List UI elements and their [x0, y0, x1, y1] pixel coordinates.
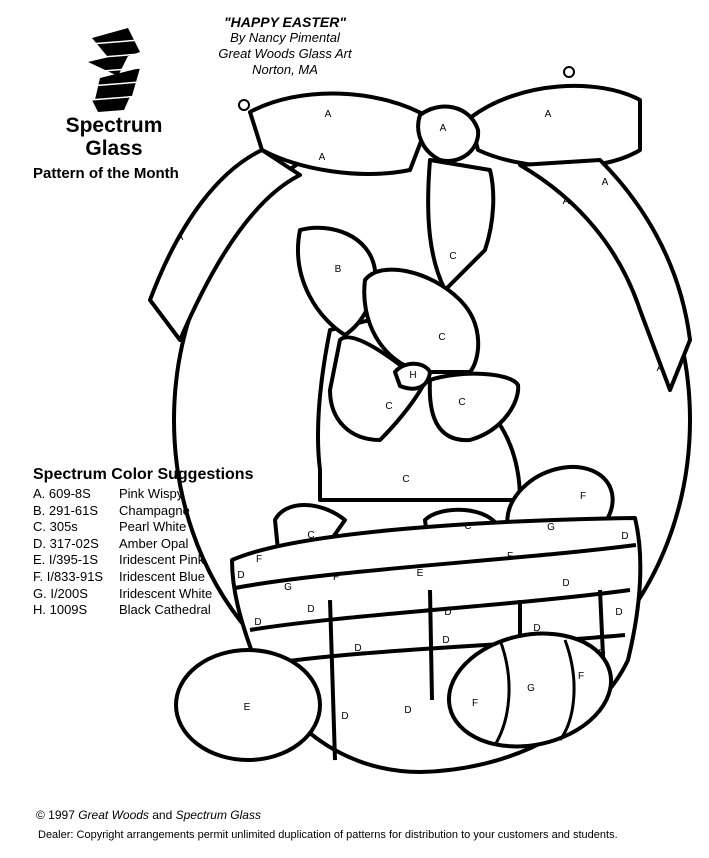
piece-label: G	[547, 522, 555, 533]
bow	[148, 83, 692, 392]
piece-label: D	[307, 604, 314, 615]
copyright-prefix: © 1997	[36, 808, 79, 822]
brand-line-1: Spectrum	[65, 114, 163, 137]
piece-label: A	[657, 363, 664, 374]
piece-label: D	[621, 531, 628, 542]
piece-label: B	[335, 264, 342, 275]
glass-color-name: Pearl White	[119, 519, 187, 535]
color-suggestion-item: F. I/833-91S Iridescent Blue	[33, 569, 253, 586]
piece-label: A	[545, 109, 552, 120]
glass-color-name: Champagne	[119, 502, 190, 518]
piece-label: C	[307, 530, 314, 541]
piece-label: E	[244, 702, 251, 713]
glass-code: B. 291-61S	[33, 502, 99, 518]
egg-left	[174, 648, 322, 762]
piece-label: D	[354, 643, 361, 654]
piece-label: F	[580, 491, 586, 502]
color-suggestion-item: A. 609-8S Pink Wispy	[33, 486, 253, 503]
piece-label: F	[472, 698, 478, 709]
color-suggestions-heading: Spectrum Color Suggestions	[33, 466, 254, 483]
piece-label: D	[237, 570, 244, 581]
piece-label: A	[563, 196, 570, 207]
glass-color-name: Pink Wispy	[119, 486, 184, 501]
piece-label: C	[402, 474, 409, 485]
piece-label: D	[341, 711, 348, 722]
glass-color-name: Amber Opal	[119, 535, 189, 551]
piece-label: C	[464, 521, 471, 532]
copyright-holder-2: Spectrum Glass	[175, 808, 261, 822]
piece-label: F	[333, 572, 339, 583]
piece-label: F	[578, 671, 584, 682]
piece-label: D	[562, 578, 569, 589]
piece-label: C	[385, 401, 392, 412]
piece-label: D	[404, 705, 411, 716]
glass-code: A. 609-8S	[33, 486, 91, 501]
glass-color-name: Iridescent White	[119, 585, 213, 601]
piece-label: D	[442, 635, 449, 646]
color-suggestion-item: G. I/200S Iridescent White	[33, 586, 253, 603]
color-suggestions: Spectrum Color Suggestions A. 609-8S Pink…	[33, 466, 253, 619]
hanging-ring-left	[238, 99, 250, 111]
glass-code: H. 1009S	[33, 602, 88, 618]
glass-code: E. I/395-1S	[33, 552, 99, 568]
copyright-and: and	[148, 808, 176, 822]
copyright-line: © 1997 Great Woods and Spectrum Glass	[36, 808, 261, 822]
pattern-of-the-month: Pattern of the Month	[33, 165, 179, 182]
brand-name: Spectrum Glass	[62, 114, 166, 160]
color-suggestion-item: B. 291-61S Champagne	[33, 503, 253, 520]
pattern-title-block: "HAPPY EASTER" By Nancy Pimental Great W…	[200, 14, 370, 78]
color-suggestion-item: H. 1009S Black Cathedral	[33, 602, 253, 619]
glass-code: F. I/833-91S	[33, 568, 104, 584]
piece-label: A	[319, 152, 326, 163]
piece-label: A	[325, 109, 332, 120]
piece-label: G	[284, 582, 292, 593]
pattern-location: Norton, MA	[252, 62, 318, 77]
piece-labels: A A A A A A A A B C C C C C C C H F F F F F F G G G D D D D D D D D D D D D D E…	[177, 109, 664, 722]
piece-label: E	[417, 568, 424, 579]
color-suggestion-item: E. I/395-1S Iridescent Pink	[33, 552, 253, 569]
piece-label: F	[256, 554, 262, 565]
color-suggestion-item: C. 305s Pearl White	[33, 519, 253, 536]
glass-color-name: Iridescent Pink	[119, 552, 205, 568]
glass-code: G. I/200S	[33, 585, 88, 601]
piece-label: H	[409, 370, 416, 381]
copyright-holder-1: Great Woods	[78, 808, 149, 822]
piece-label: D	[598, 648, 605, 659]
piece-label: D	[444, 607, 451, 618]
color-suggestion-item: D. 317-02S Amber Opal	[33, 536, 253, 553]
pattern-studio: Great Woods Glass Art	[218, 46, 352, 61]
pattern-author: By Nancy Pimental	[230, 30, 340, 45]
pattern-title: "HAPPY EASTER"	[224, 14, 346, 30]
piece-label: A	[602, 177, 609, 188]
hanging-ring-right	[563, 66, 575, 78]
bunny	[296, 225, 522, 502]
piece-label: D	[615, 607, 622, 618]
dealer-note: Dealer: Copyright arrangements permit un…	[38, 829, 618, 841]
piece-label: D	[254, 617, 261, 628]
glass-color-name: Black Cathedral	[119, 602, 211, 618]
piece-label: F	[507, 551, 513, 562]
piece-label: C	[438, 332, 445, 343]
spectrum-logo-icon	[88, 28, 141, 112]
piece-label: A	[177, 232, 184, 243]
brand-line-2: Glass	[85, 137, 143, 160]
piece-label: C	[458, 397, 465, 408]
piece-label: A	[440, 123, 447, 134]
piece-label: C	[449, 251, 456, 262]
glass-code: C. 305s	[33, 519, 78, 535]
glass-color-name: Iridescent Blue	[119, 568, 205, 584]
glass-code: D. 317-02S	[33, 535, 99, 551]
piece-label: G	[527, 683, 535, 694]
piece-label: D	[533, 623, 540, 634]
